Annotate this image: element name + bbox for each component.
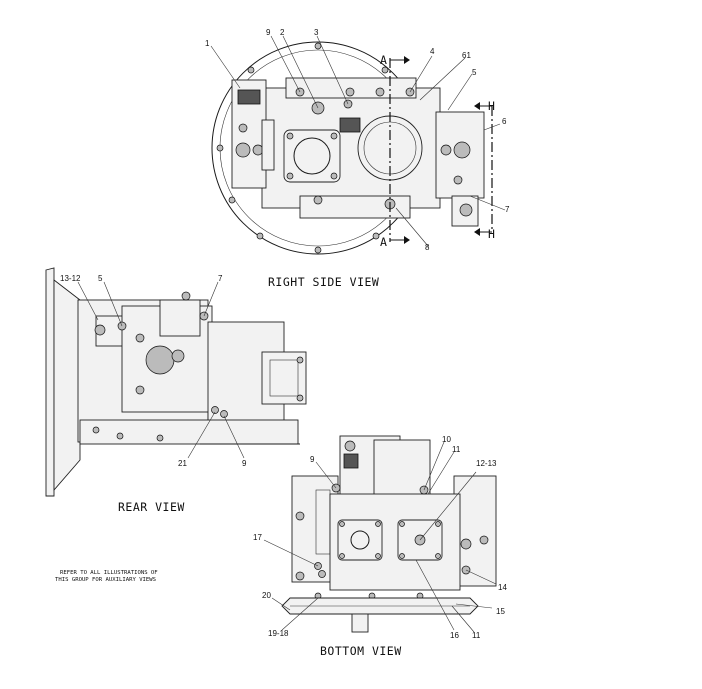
callout-label: 61 bbox=[462, 51, 471, 60]
callout-label: 13-12 bbox=[60, 274, 81, 283]
callout-label: 10 bbox=[442, 435, 451, 444]
auxiliary-views-note-line-2: THIS GROUP FOR AUXILIARY VIEWS bbox=[55, 577, 156, 583]
section-markers: A A H H bbox=[380, 53, 495, 249]
callout-label: 17 bbox=[253, 533, 262, 542]
callout-label: 8 bbox=[425, 243, 430, 252]
section-marker-h-bottom: H bbox=[488, 227, 495, 241]
callout-label: 19-18 bbox=[268, 629, 289, 638]
callout-label: 21 bbox=[178, 459, 187, 468]
bottom-left-port bbox=[337, 519, 383, 561]
callout-label: 14 bbox=[498, 583, 507, 592]
callout-label: 7 bbox=[218, 274, 223, 283]
section-marker-a-top: A bbox=[380, 53, 387, 67]
right-side-callouts: 1 9 2 3 4 61 5 6 7 8 bbox=[205, 28, 510, 252]
bottom-right-block bbox=[453, 475, 497, 587]
callout-label: 6 bbox=[502, 117, 507, 126]
rear-view-leaders bbox=[77, 281, 245, 459]
callout-label: 2 bbox=[280, 28, 285, 37]
bottom-view bbox=[263, 435, 497, 633]
callout-label: 11 bbox=[472, 631, 481, 640]
callout-label: 11 bbox=[452, 445, 461, 454]
rear-view bbox=[45, 267, 307, 497]
right-side-leaders bbox=[210, 35, 506, 247]
callout-label: 9 bbox=[266, 28, 271, 37]
rear-callouts: 13-12 5 7 21 9 bbox=[60, 274, 247, 468]
bottom-callouts: 9 10 11 12-13 17 14 15 20 19-18 16 11 bbox=[253, 435, 507, 640]
callout-label: 16 bbox=[450, 631, 459, 640]
right-side-view-caption: RIGHT SIDE VIEW bbox=[268, 275, 379, 289]
rear-view-caption: REAR VIEW bbox=[118, 500, 185, 514]
callout-label: 1 bbox=[205, 39, 210, 48]
callout-label: 12-13 bbox=[476, 459, 497, 468]
section-marker-h-top: H bbox=[488, 99, 495, 113]
auxiliary-views-note-line-1: REFER TO ALL ILLUSTRATIONS OF bbox=[60, 570, 158, 576]
callout-label: 3 bbox=[314, 28, 319, 37]
bottom-view-leaders bbox=[263, 441, 497, 633]
callout-label: 15 bbox=[496, 607, 505, 616]
bottom-view-caption: BOTTOM VIEW bbox=[320, 644, 402, 658]
callout-label: 7 bbox=[505, 205, 510, 214]
callout-label: 5 bbox=[472, 68, 477, 77]
right-side-view bbox=[210, 35, 506, 255]
flange-bolt-holes bbox=[216, 42, 389, 254]
callout-label: 5 bbox=[98, 274, 103, 283]
section-marker-a-bottom: A bbox=[380, 235, 387, 249]
callout-label: 20 bbox=[262, 591, 271, 600]
callout-label: 9 bbox=[310, 455, 315, 464]
callout-label: 9 bbox=[242, 459, 247, 468]
callout-label: 4 bbox=[430, 47, 435, 56]
rear-flange-plate bbox=[45, 267, 55, 497]
left-port-flange bbox=[283, 129, 341, 183]
